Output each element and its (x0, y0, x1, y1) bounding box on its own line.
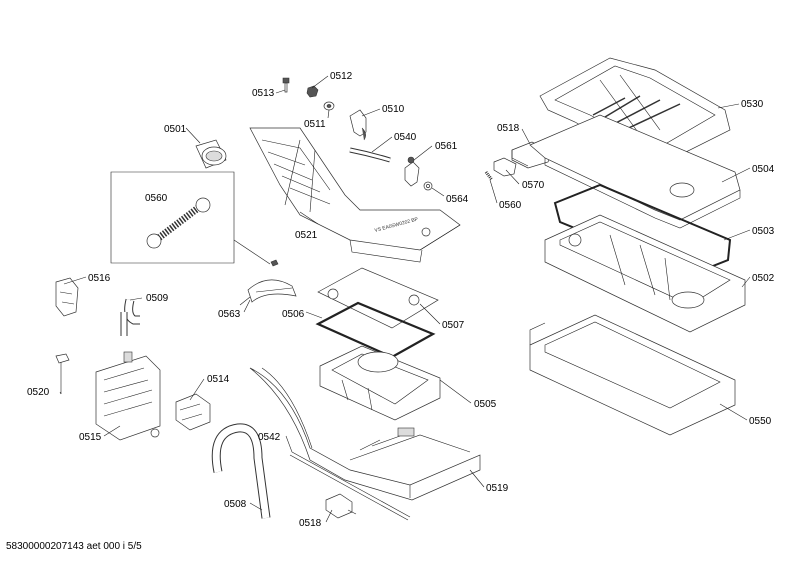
rod-0542 (289, 451, 411, 521)
part-label: 0520 (27, 387, 50, 398)
part-label: 0507 (442, 320, 465, 331)
part-label: 0506 (282, 309, 305, 320)
part-label: 0510 (382, 104, 405, 115)
part-label: 0570 (522, 180, 545, 191)
leader-lines (59, 75, 751, 523)
part-label: 0513 (252, 88, 275, 99)
dispenser-cover-0521: VS EA0SW0202 BP (249, 127, 461, 263)
part-label: 0519 (486, 483, 509, 494)
pin-0560-right (484, 171, 494, 181)
part-label: 0515 (79, 432, 102, 443)
tube-0540-shape (349, 147, 391, 163)
part-label: 0518 (299, 518, 322, 529)
part-label: 0504 (752, 164, 775, 175)
part-label: 0542 (258, 432, 281, 443)
lever-0563 (239, 279, 297, 306)
panel-0506 (317, 267, 439, 329)
part-label: 0521 (295, 230, 318, 241)
part-label: 0502 (752, 273, 775, 284)
part-label: 0505 (474, 399, 497, 410)
part-label: 0511 (304, 119, 326, 130)
part-label: 0512 (330, 71, 353, 82)
hose-0508 (211, 423, 271, 519)
tray-0502 (544, 214, 746, 333)
part-label: 0516 (88, 273, 111, 284)
part-label: 0503 (752, 226, 775, 237)
pump-0515 (95, 351, 161, 441)
part-label: 0563 (218, 309, 241, 320)
part-label: 0560 (499, 200, 522, 211)
clip-0514 (175, 393, 211, 431)
part-label: 0530 (741, 99, 764, 110)
seal-0507 (315, 301, 436, 359)
valve-0510-shape (349, 109, 367, 141)
document-id-footer: 58300000207143 aet 000 i 5/5 (6, 541, 142, 552)
part-label: 0564 (446, 194, 469, 205)
drawer-0519 (249, 367, 481, 501)
part-label: 0501 (164, 124, 187, 135)
lid-plate-0504 (529, 114, 741, 229)
part-label: 0514 (207, 374, 230, 385)
valve-0561-shape (404, 156, 420, 187)
part-label: 0560 (145, 193, 168, 204)
screw-0513-shape (282, 77, 290, 93)
key-0520 (55, 353, 70, 394)
nut-0512-shape (306, 85, 319, 98)
dispenser-housing-0505 (319, 345, 441, 421)
cover-plate-0530 (539, 57, 731, 166)
part-label: 0540 (394, 132, 417, 143)
part-label: 0561 (435, 141, 458, 152)
part-label: 0518 (497, 123, 520, 134)
part-labels: 0513 0512 0511 0510 0501 0540 0561 0564 … (27, 71, 775, 529)
switch-0518-bottom (325, 493, 357, 519)
washer-0511-shape (323, 101, 335, 111)
spring-inset-0560 (110, 171, 279, 267)
ring-0564-shape (423, 181, 433, 191)
capacitor-0501-shape (185, 127, 227, 169)
part-label: 0509 (146, 293, 169, 304)
gasket-0503 (553, 183, 732, 277)
part-label: 0508 (224, 499, 247, 510)
elbow-hose-0509 (120, 298, 140, 336)
bracket-0516 (55, 277, 79, 317)
part-label: 0550 (749, 416, 772, 427)
base-frame-0550 (529, 314, 736, 436)
